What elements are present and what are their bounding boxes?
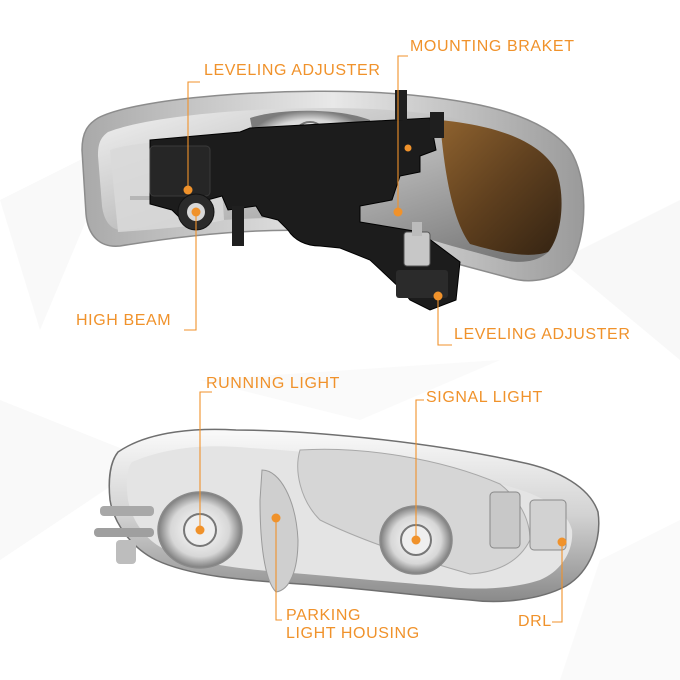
label-running-light: RUNNING LIGHT — [206, 375, 341, 392]
label-leveling-adjuster-bottom: LEVELING ADJUSTER — [454, 326, 631, 343]
label-signal-light: SIGNAL LIGHT — [426, 389, 543, 406]
marker-parking-light-housing — [271, 513, 281, 523]
label-light-housing: LIGHT HOUSING — [286, 625, 420, 642]
marker-drl — [557, 537, 567, 547]
label-mounting-braket: MOUNTING BRAKET — [410, 38, 575, 55]
label-high-beam: HIGH BEAM — [76, 312, 172, 329]
label-leveling-adjuster-top: LEVELING ADJUSTER — [204, 62, 381, 79]
leader-lines-bottom — [199, 391, 563, 623]
marker-high-beam — [191, 207, 201, 217]
marker-running-light — [195, 525, 205, 535]
corner-light-rear-view — [94, 391, 600, 623]
label-drl: DRL — [518, 613, 552, 630]
marker-leveling-adjuster-bottom — [433, 291, 443, 301]
callout-markers-top — [183, 144, 443, 301]
callout-markers-bottom — [195, 513, 567, 547]
marker-mounting-bracket — [393, 207, 403, 217]
label-parking: PARKING — [286, 607, 362, 624]
corner-light-housing — [94, 428, 600, 603]
leader-lines-top — [184, 55, 452, 346]
headlight-rear-view — [81, 55, 585, 346]
marker-signal-light — [411, 535, 421, 545]
marker-leveling-adjuster-top — [183, 185, 193, 195]
